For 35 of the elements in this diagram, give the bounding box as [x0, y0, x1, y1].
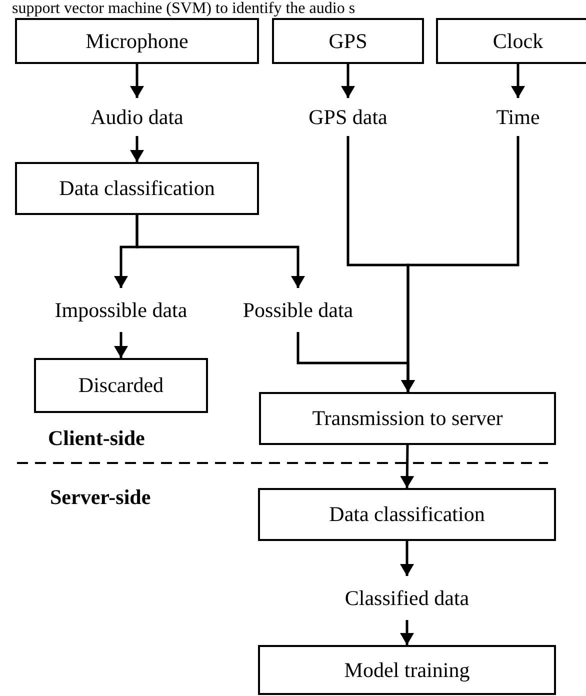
data-label: Time — [496, 104, 540, 130]
box-text: Data classification — [329, 502, 485, 527]
body-text: support vector machine (SVM) to identify the audio s — [12, 0, 356, 17]
arrow — [511, 64, 525, 98]
section-label: Server-side — [50, 485, 151, 510]
process-box — [259, 392, 556, 445]
arrow — [130, 64, 144, 98]
process-box — [436, 18, 586, 64]
arrow — [136, 215, 305, 288]
data-label: Classified data — [344, 586, 470, 610]
arrow — [400, 541, 414, 576]
arrow — [114, 332, 128, 358]
box-text: Transmission to server — [312, 406, 503, 431]
process-box — [258, 645, 556, 695]
process-box — [15, 162, 259, 215]
arrow — [296, 332, 415, 392]
data-label: Audio data — [90, 104, 184, 130]
box-text: Data classification — [59, 176, 215, 201]
box-text: Discarded — [78, 373, 164, 398]
arrow — [341, 64, 355, 98]
box-text: Clock — [492, 28, 544, 54]
data-label: Impossible data — [54, 298, 188, 322]
process-box — [34, 358, 208, 413]
box-text: Model training — [344, 658, 470, 682]
data-label: GPS data — [308, 104, 388, 130]
process-box — [272, 18, 424, 64]
section-label: Client-side — [48, 426, 145, 451]
process-box — [15, 18, 259, 64]
box-text: Microphone — [86, 28, 188, 54]
arrow — [130, 136, 144, 162]
process-box — [258, 488, 556, 541]
data-label: Possible data — [242, 298, 354, 322]
arrow — [400, 620, 414, 645]
arrow — [400, 444, 414, 488]
box-text: GPS — [328, 28, 368, 54]
